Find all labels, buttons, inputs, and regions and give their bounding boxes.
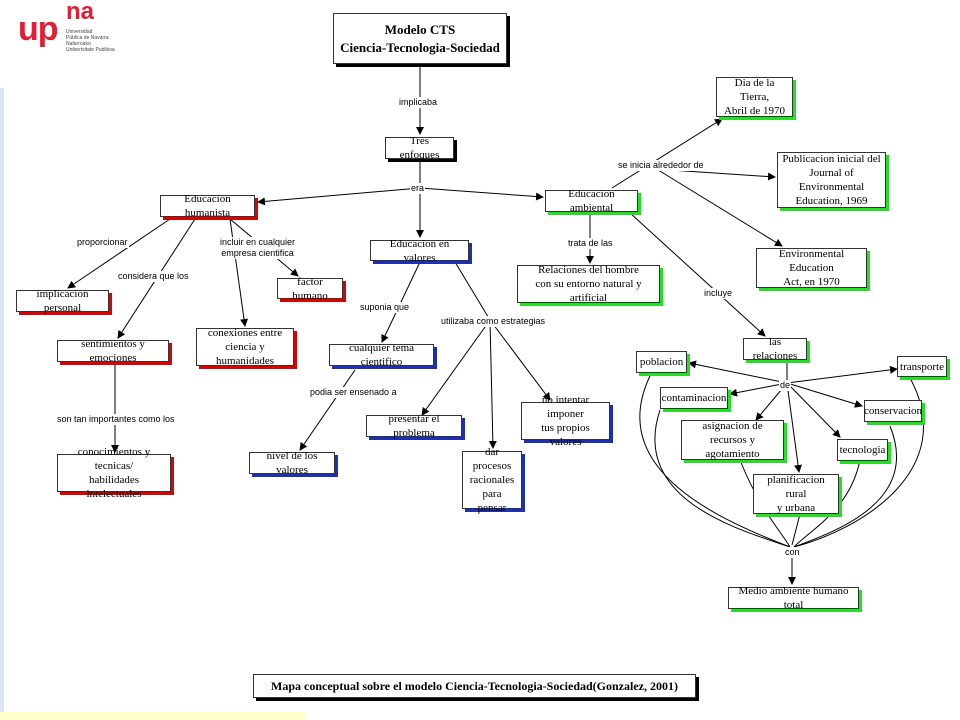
link-proporcionar: proporcionar	[76, 237, 129, 248]
caption-box: Mapa conceptual sobre el modelo Ciencia-…	[253, 674, 696, 698]
transporte-node: transporte	[897, 356, 947, 377]
planificacion-node: planificacion rural y urbana	[753, 474, 839, 514]
las-relaciones-node: las relaciones	[743, 336, 807, 362]
conexiones-node: conexiones entre ciencia y humanidades	[196, 327, 294, 367]
left-accent-bar	[0, 88, 4, 720]
contaminacion-node: contaminacion	[660, 387, 728, 409]
link-suponia: suponia que	[359, 302, 411, 313]
logo-na-text: na	[66, 0, 95, 25]
educacion-ambiental-node: Educacion ambiental	[545, 188, 638, 214]
tecnologia-node: tecnologia	[837, 439, 888, 461]
link-son-tan: son tan importantes como los	[56, 414, 176, 425]
educacion-humanista-node: Educacion humanista	[160, 193, 255, 219]
conservacion-node: conservacion	[864, 400, 922, 422]
nivel-valores-node: nivel de los valores	[249, 450, 335, 476]
link-trata: trata de las	[567, 238, 614, 249]
link-implicaba: implicaba	[398, 97, 439, 108]
link-utilizaba: utilizaba como estrategias	[440, 316, 547, 327]
poblacion-node: poblacion	[636, 351, 687, 373]
link-considera: considera que los	[117, 271, 190, 282]
implicacion-personal-node: implicacion personal	[16, 288, 109, 314]
cualquier-tema-node: cualquier tema cientifico	[329, 342, 434, 368]
factor-humano-node: factor humano	[277, 276, 343, 302]
sentimientos-node: sentimientos y emociones	[57, 338, 169, 364]
conocimientos-node: conocimientos y tecnicas/ habilidades in…	[57, 446, 171, 500]
link-incluir: incluir en cualquier empresa cientifica	[219, 237, 297, 259]
link-se-inicia: se inicia alrededor de	[617, 160, 705, 171]
dar-procesos-node: dar procesos racionales para pensar	[462, 446, 522, 514]
title-node: Modelo CTS Ciencia-Tecnologia-Sociedad	[333, 13, 507, 64]
link-incluye: incluye	[703, 288, 734, 299]
relaciones-hombre-node: Relaciones del hombre con su entorno nat…	[517, 264, 660, 304]
bottom-accent-bar	[0, 712, 305, 720]
presentar-problema-node: presentar el problema	[366, 413, 462, 439]
asignacion-node: asignacion de recursos y agotamiento	[681, 420, 784, 460]
logo-up-text: up	[18, 10, 59, 48]
link-podia: podia ser ensenado a	[309, 387, 398, 398]
act-node: Environmental Education Act, en 1970	[756, 248, 867, 288]
link-con: con	[784, 547, 801, 558]
link-era: era	[410, 183, 426, 194]
link-de: de	[779, 380, 792, 391]
dia-tierra-node: Dia de la Tierra, Abril de 1970	[716, 77, 793, 117]
educacion-valores-node: Educacion en valores	[370, 238, 469, 264]
no-intentar-imponer-node: no intentar imponer tus propios valores	[521, 394, 610, 448]
journal-node: Publicacion inicial del Journal of Envir…	[777, 152, 886, 208]
logo-subtitle: Universidad Pública de Navarra Nafarroak…	[66, 29, 115, 53]
medio-ambiente-node: Medio ambiente humano total	[728, 585, 859, 611]
tres-enfoques-node: Tres enfoques	[385, 135, 454, 161]
